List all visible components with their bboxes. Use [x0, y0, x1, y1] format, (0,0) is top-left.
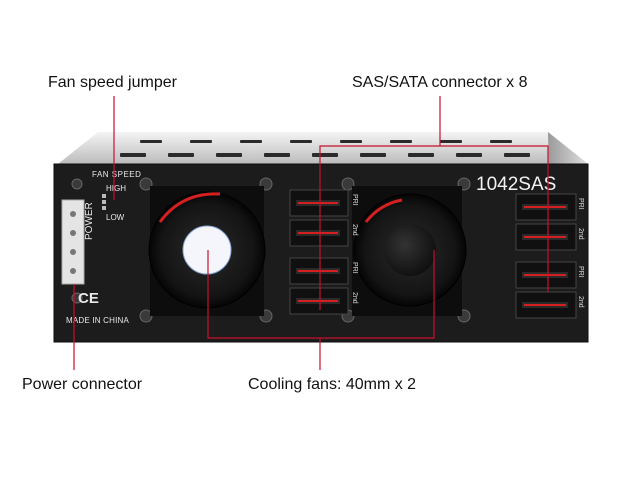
screws [71, 177, 471, 323]
fan-high-text: HIGH [106, 184, 126, 193]
fan-speed-jumper [102, 194, 106, 210]
sas-sata-connector-label: SAS/SATA connector x 8 [352, 74, 528, 91]
sas-line-bracket [319, 145, 549, 310]
fan-low-text: LOW [106, 213, 125, 222]
power-connector [61, 199, 85, 285]
sata-connectors [289, 189, 577, 319]
made-in-text: MADE IN CHINA [66, 316, 130, 325]
cooling-fan-right [352, 186, 467, 316]
cooling-fan-left [148, 186, 266, 316]
cooling-fans-label: Cooling fans: 40mm x 2 [248, 376, 417, 393]
fan-speed-text: FAN SPEED [92, 170, 142, 179]
power-connector-label: Power connector [22, 376, 143, 393]
power-pins [70, 211, 76, 274]
ce-mark: CE [78, 290, 99, 307]
cooling-fans-bracket [207, 250, 435, 339]
model-label: 1042SAS [476, 174, 557, 195]
top-vents [120, 140, 530, 157]
fan-speed-jumper-label: Fan speed jumper [48, 74, 177, 91]
